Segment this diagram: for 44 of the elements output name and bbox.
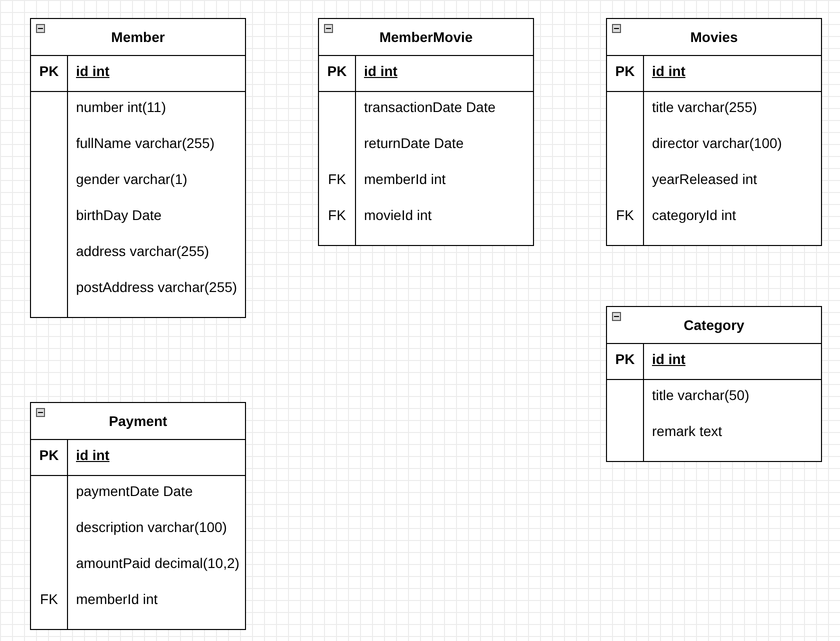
key-label: PK — [614, 351, 636, 367]
column-name: title varchar(50) — [652, 387, 750, 403]
key-label: FK — [615, 207, 635, 223]
column-name: address varchar(255) — [76, 243, 210, 259]
column-name: id int — [652, 351, 686, 367]
column-name: director varchar(100) — [652, 135, 782, 151]
table-title: Payment — [108, 413, 168, 429]
column-name: paymentDate Date — [76, 483, 193, 499]
table-title: Category — [682, 317, 746, 333]
column-name: transactionDate Date — [364, 99, 496, 115]
column-name: title varchar(255) — [652, 99, 758, 115]
entity-table — [30, 18, 246, 318]
column-name: memberId int — [364, 171, 446, 187]
column-name: postAddress varchar(255) — [76, 279, 238, 295]
column-name: memberId int — [76, 591, 158, 607]
table-title: Movies — [689, 29, 739, 45]
key-label: PK — [38, 447, 60, 463]
key-label: FK — [327, 207, 347, 223]
column-name: returnDate Date — [364, 135, 464, 151]
column-name: remark text — [652, 423, 722, 439]
column-name: amountPaid decimal(10,2) — [76, 555, 240, 571]
column-name: id int — [76, 447, 110, 463]
column-name: birthDay Date — [76, 207, 162, 223]
key-label: PK — [326, 63, 348, 79]
entity-table — [606, 18, 822, 246]
column-name: number int(11) — [76, 99, 166, 115]
key-label: FK — [39, 591, 59, 607]
column-name: id int — [76, 63, 110, 79]
entity-table — [318, 18, 534, 246]
column-name: fullName varchar(255) — [76, 135, 214, 151]
column-name: movieId int — [364, 207, 432, 223]
column-name: categoryId int — [652, 207, 736, 223]
column-name: yearReleased int — [652, 171, 758, 187]
column-name: description varchar(100) — [76, 519, 227, 535]
column-name: id int — [652, 63, 686, 79]
table-title: MemberMovie — [378, 29, 474, 45]
key-label: FK — [327, 171, 347, 187]
table-title: Member — [110, 29, 166, 45]
column-name: id int — [364, 63, 398, 79]
column-name: gender varchar(1) — [76, 171, 188, 187]
entity-table — [606, 306, 822, 462]
key-label: PK — [614, 63, 636, 79]
entity-table — [30, 402, 246, 630]
key-label: PK — [38, 63, 60, 79]
